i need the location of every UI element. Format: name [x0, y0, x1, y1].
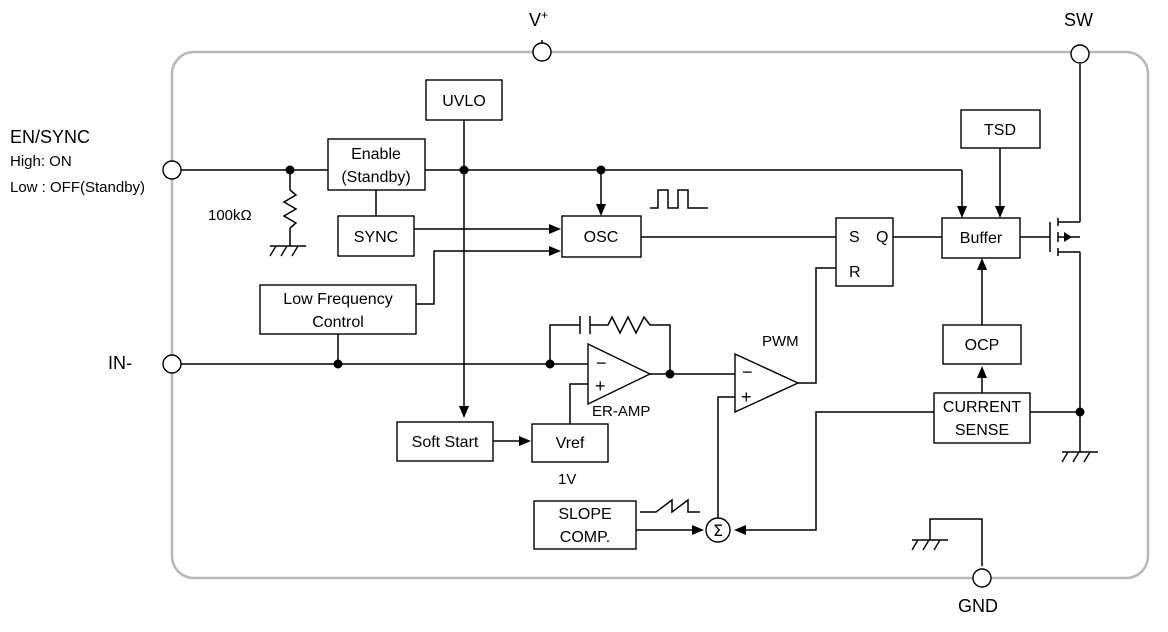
pin-sw	[1070, 44, 1090, 64]
wires	[181, 40, 1081, 566]
pin-in-minus-label: IN-	[108, 353, 132, 373]
slope-comp-block: SLOPE COMP.	[533, 500, 637, 550]
pwm-comparator: − +	[734, 352, 800, 414]
svg-text:COMP.: COMP.	[560, 529, 610, 546]
svg-text:−: −	[596, 353, 607, 373]
pin-en-sync	[162, 160, 182, 180]
svg-text:Enable: Enable	[351, 146, 401, 163]
pin-en-low-label: Low : OFF(Standby)	[10, 179, 145, 196]
tsd-block: TSD	[960, 109, 1041, 149]
resistor-label: 100kΩ	[208, 207, 252, 224]
svg-text:Σ: Σ	[713, 521, 723, 540]
svg-text:SLOPE: SLOPE	[558, 506, 611, 523]
pin-gnd-label: GND	[958, 596, 998, 616]
svg-text:−: −	[742, 362, 753, 382]
uvlo-block: UVLO	[425, 79, 503, 121]
svg-text:(Standby): (Standby)	[341, 169, 410, 186]
pin-en-high-label: High: ON	[10, 153, 72, 170]
pin-vplus-label: V+	[529, 8, 548, 30]
enable-block: Enable (Standby)	[327, 138, 426, 191]
junction-dots	[285, 165, 1085, 417]
svg-text:+: +	[741, 387, 752, 407]
vref-value-label: 1V	[558, 471, 576, 488]
svg-text:Control: Control	[312, 314, 364, 331]
pwm-label: PWM	[762, 333, 799, 350]
sync-block: SYNC	[337, 215, 415, 257]
arrowheads	[459, 204, 1072, 535]
svg-text:Soft Start: Soft Start	[412, 434, 479, 451]
pin-vplus	[532, 42, 552, 62]
svg-text:CURRENT: CURRENT	[943, 399, 1021, 416]
svg-text:Buffer: Buffer	[960, 230, 1003, 247]
pin-en-sync-label: EN/SYNC	[10, 127, 90, 147]
svg-text:OCP: OCP	[965, 337, 1000, 354]
svg-text:Q: Q	[876, 229, 888, 246]
svg-text:S: S	[849, 229, 860, 246]
pin-sw-label: SW	[1064, 10, 1093, 30]
sr-latch-block: S Q R	[835, 217, 894, 287]
svg-text:OSC: OSC	[584, 229, 619, 246]
ic-package-outline	[170, 50, 1150, 580]
osc-block: OSC	[561, 215, 642, 258]
current-sense-block: CURRENT SENSE	[933, 392, 1031, 444]
ocp-block: OCP	[942, 324, 1022, 365]
soft-start-block: Soft Start	[396, 421, 494, 462]
svg-text:SYNC: SYNC	[354, 229, 398, 246]
svg-text:+: +	[595, 376, 606, 396]
er-amp-label: ER-AMP	[592, 403, 650, 420]
vref-block: Vref	[531, 423, 609, 463]
summing-junction: Σ	[705, 517, 731, 543]
ground-icon-resistor	[269, 245, 306, 257]
buffer-block: Buffer	[941, 217, 1021, 259]
svg-text:SENSE: SENSE	[955, 422, 1009, 439]
pin-in-minus	[162, 354, 182, 374]
svg-text:TSD: TSD	[984, 122, 1016, 139]
low-frequency-control-block: Low Frequency Control	[259, 284, 417, 335]
pin-gnd	[972, 568, 992, 588]
svg-text:Vref: Vref	[556, 435, 585, 452]
er-amp-opamp: − +	[587, 342, 652, 406]
svg-text:R: R	[849, 264, 861, 281]
svg-text:Low Frequency: Low Frequency	[283, 291, 392, 308]
svg-text:UVLO: UVLO	[442, 93, 486, 110]
ground-icon-sw	[1061, 451, 1098, 463]
ground-icon-gnd-pin	[911, 539, 948, 551]
